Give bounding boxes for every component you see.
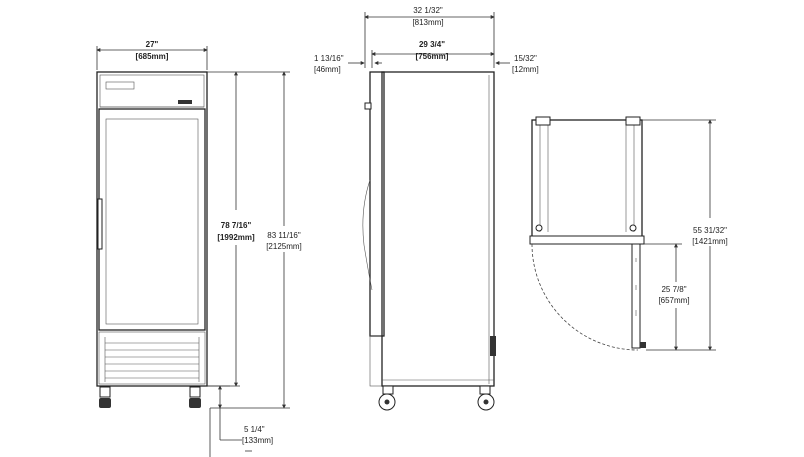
overall-depth-mm: [813mm]	[412, 18, 443, 27]
overall-depth-in: 32 1/32"	[413, 6, 443, 15]
door-height-mm: [1992mm]	[217, 233, 255, 242]
front-width-mm: [685mm]	[136, 52, 169, 61]
caster-right	[189, 386, 201, 408]
body-depth-in: 29 3/4"	[419, 40, 445, 49]
cabinet-front	[96, 71, 208, 387]
bottom-grille	[98, 331, 206, 385]
clearance-in: 25 7/8"	[661, 285, 686, 294]
front-width-in: 27"	[146, 40, 159, 49]
door-height-in: 78 7/16"	[221, 221, 252, 230]
side-caster-rear	[477, 385, 495, 411]
glass-door	[98, 108, 206, 331]
body-depth-mm: [756mm]	[416, 52, 449, 61]
door-swing-arc	[531, 243, 639, 351]
logo-plate	[105, 81, 135, 90]
side-body	[381, 71, 495, 387]
side-caster-front	[378, 385, 396, 411]
front-view: 27" [685mm] 78 7/16" [1992mm] 83 11/16" …	[96, 40, 302, 457]
door-swing-mm: [1421mm]	[692, 237, 728, 246]
caster-left	[99, 386, 111, 408]
side-handle	[362, 179, 373, 291]
handle-depth-in: 1 13/16"	[314, 54, 344, 63]
door-handle	[97, 198, 103, 250]
total-height-mm: [2125mm]	[266, 242, 302, 251]
caster-height-in: 5 1/4"	[244, 425, 265, 434]
control-panel	[178, 100, 192, 104]
door-swing-in: 55 31/32"	[693, 226, 727, 235]
top-cabinet	[531, 119, 643, 241]
clearance-mm: [657mm]	[658, 296, 689, 305]
rear-depth-mm: [12mm]	[512, 65, 539, 74]
top-door-open	[631, 243, 641, 349]
total-height-in: 83 11/16"	[267, 231, 301, 240]
side-grille	[369, 335, 383, 387]
rear-depth-in: 15/32"	[514, 54, 537, 63]
glass-pane	[105, 118, 199, 325]
caster-height-mm: [133mm]	[242, 436, 273, 445]
top-front-frame	[529, 235, 645, 245]
handle-depth-mm: [46mm]	[314, 65, 341, 74]
top-view: 55 31/32" [1421mm] 25 7/8" [657mm]	[529, 116, 728, 351]
side-view: 32 1/32" [813mm] 29 3/4" [756mm] 1 13/16…	[314, 6, 539, 411]
